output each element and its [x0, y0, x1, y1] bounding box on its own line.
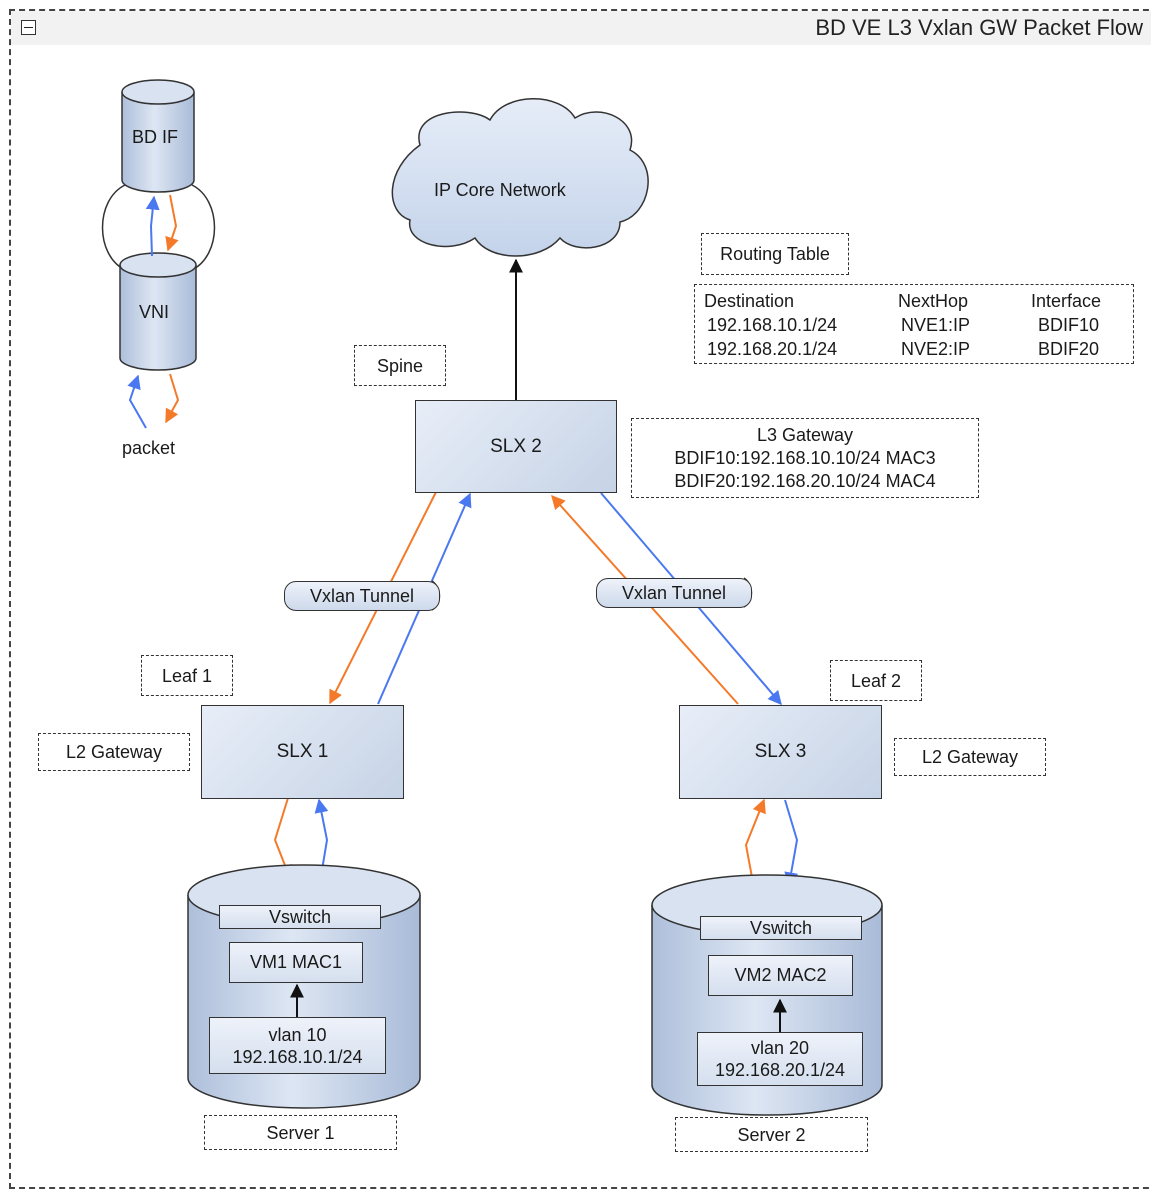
leaf1-label-text: Leaf 1: [161, 665, 213, 686]
slx3-device[interactable]: SLX 3: [679, 705, 882, 799]
server2-vm: VM2 MAC2: [708, 955, 853, 996]
legend-down-arrow-bottom: [165, 373, 180, 424]
routing-header-destination: Destination: [704, 291, 795, 311]
slx2-device[interactable]: SLX 2: [415, 400, 617, 493]
routing-row2-nexthop: NVE2:IP: [901, 339, 971, 359]
routing-row1-interface: BDIF10: [1038, 315, 1100, 335]
leaf1-l2-gateway-text: L2 Gateway: [65, 742, 163, 762]
legend-up-arrow-top: [145, 195, 160, 257]
server2-vlan-id: vlan 20: [750, 1038, 810, 1058]
vni-cylinder: [119, 252, 197, 371]
slx3-to-server2-arrow: [784, 799, 799, 887]
leaf1-l2-gateway-label: L2 Gateway: [38, 733, 190, 771]
collapse-icon[interactable]: [21, 20, 36, 35]
leaf2-label: Leaf 2: [830, 660, 922, 701]
legend-loop: [101, 184, 216, 271]
legend-up-arrow-bottom: [127, 374, 147, 429]
packet-label: packet: [122, 438, 176, 458]
server1-vlan-id: vlan 10: [268, 1024, 327, 1045]
legend-down-arrow-top: [165, 194, 179, 252]
bd-if-label: BD IF: [132, 127, 179, 147]
routing-table: Destination NextHop Interface 192.168.10…: [694, 284, 1134, 364]
routing-header-nexthop: NextHop: [898, 291, 969, 311]
leaf1-label: Leaf 1: [141, 655, 233, 696]
spine-label: Spine: [354, 345, 446, 386]
server2-label: Server 2: [675, 1117, 868, 1152]
server1-vlan: vlan 10 192.168.10.1/24: [209, 1017, 386, 1074]
leaf2-l2-gateway-text: L2 Gateway: [921, 747, 1019, 767]
server2-label-text: Server 2: [737, 1124, 806, 1145]
server2-subnet: 192.168.20.1/24: [714, 1060, 846, 1080]
server2-to-slx3-arrow: [744, 798, 766, 889]
ip-core-cloud: [391, 98, 649, 257]
vxlan-tunnel-right: Vxlan Tunnel: [596, 578, 752, 608]
vni-label: VNI: [139, 302, 170, 322]
server1-vm: VM1 MAC1: [229, 942, 363, 983]
server1-vswitch: Vswitch: [219, 905, 381, 929]
routing-table-title-text: Routing Table: [720, 244, 830, 264]
leaf2-label-text: Leaf 2: [850, 670, 902, 691]
slx1-device[interactable]: SLX 1: [201, 705, 404, 799]
routing-row2-destination: 192.168.20.1/24: [707, 339, 838, 359]
vxlan-tunnel-left: Vxlan Tunnel: [284, 581, 440, 611]
server2-vswitch: Vswitch: [700, 916, 862, 940]
routing-row2-interface: BDIF20: [1038, 339, 1100, 359]
diagram-title: BD VE L3 Vxlan GW Packet Flow: [815, 15, 1143, 40]
ip-core-label: IP Core Network: [434, 180, 566, 200]
title-bar: [11, 11, 1151, 45]
routing-header-interface: Interface: [1031, 291, 1102, 311]
l3-gateway-bdif10: BDIF10:192.168.10.10/24 MAC3: [674, 447, 936, 468]
routing-row1-destination: 192.168.10.1/24: [707, 315, 838, 335]
server1-subnet: 192.168.10.1/24: [232, 1046, 363, 1067]
l3-gateway-bdif20: BDIF20:192.168.20.10/24 MAC4: [674, 470, 936, 491]
routing-table-title: Routing Table: [701, 233, 849, 275]
routing-row1-nexthop: NVE1:IP: [901, 315, 971, 335]
server1-label-text: Server 1: [266, 1122, 335, 1143]
bd-if-cylinder: [121, 79, 195, 193]
leaf2-l2-gateway-label: L2 Gateway: [894, 738, 1046, 776]
spine-label-text: Spine: [376, 355, 424, 376]
server2-vlan: vlan 20 192.168.20.1/24: [697, 1032, 863, 1086]
server1-label: Server 1: [204, 1115, 397, 1150]
l3-gateway-title: L3 Gateway: [756, 424, 854, 445]
l3-gateway-info: L3 Gateway BDIF10:192.168.10.10/24 MAC3 …: [631, 418, 979, 498]
